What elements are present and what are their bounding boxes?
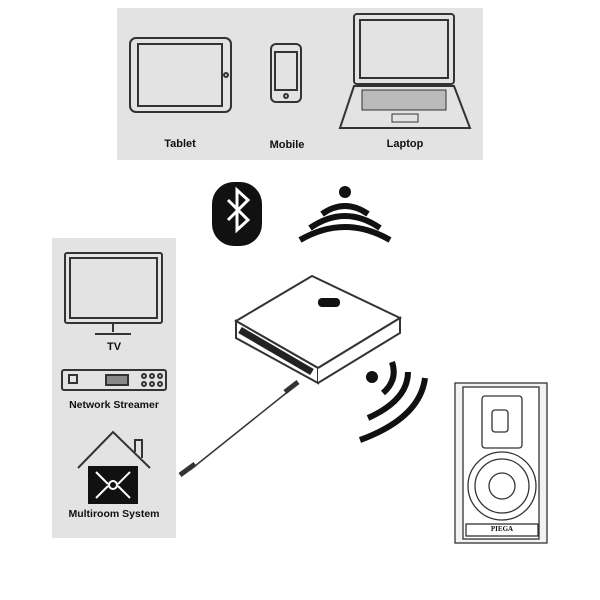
tv-icon bbox=[64, 252, 163, 335]
mobile-icon bbox=[270, 43, 302, 103]
wifi-icon-top bbox=[298, 186, 392, 243]
tv-label: TV bbox=[106, 341, 122, 353]
speaker-brand-label: PIEGA bbox=[490, 525, 514, 533]
tablet-icon bbox=[129, 37, 232, 113]
speaker-icon bbox=[454, 382, 548, 544]
laptop-icon bbox=[338, 13, 472, 129]
multiroom-house-icon bbox=[77, 430, 151, 504]
network-streamer-icon bbox=[61, 369, 167, 391]
multiroom-system-label: Multiroom System bbox=[68, 508, 160, 520]
laptop-label: Laptop bbox=[386, 138, 424, 150]
bluetooth-icon bbox=[212, 182, 262, 246]
receiver-box-icon bbox=[234, 274, 403, 385]
network-streamer-label: Network Streamer bbox=[69, 399, 159, 411]
wifi-icon-speaker bbox=[358, 361, 428, 443]
audio-cable-icon bbox=[178, 380, 300, 478]
tablet-label: Tablet bbox=[164, 138, 196, 150]
mobile-label: Mobile bbox=[269, 139, 305, 151]
